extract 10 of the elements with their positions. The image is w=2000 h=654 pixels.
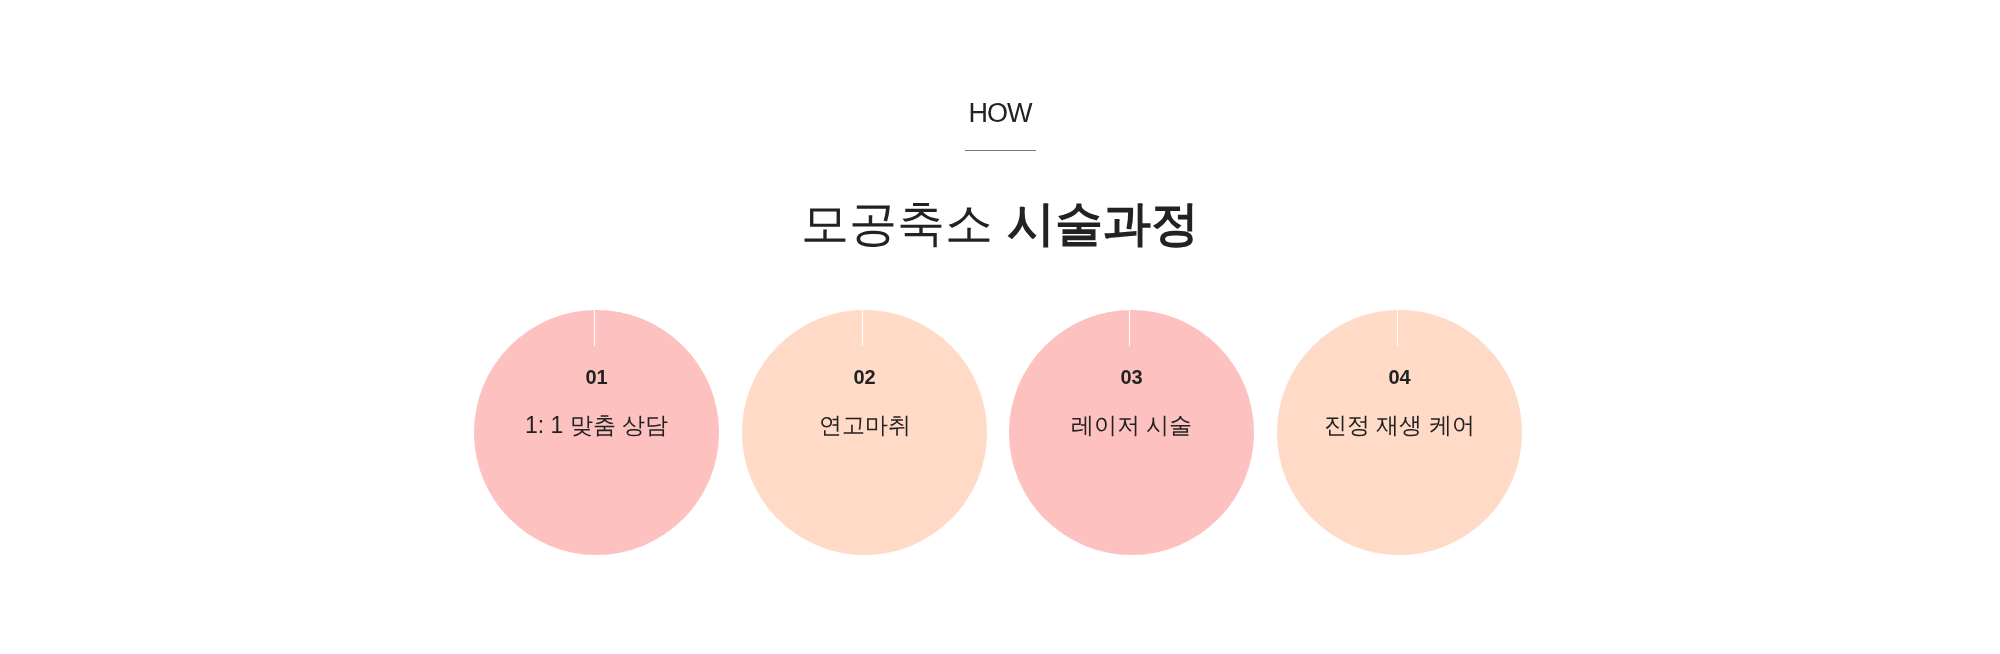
step-number: 03 [1120, 365, 1143, 389]
step-number: 02 [853, 365, 876, 389]
step-number: 01 [585, 365, 608, 389]
step-label: 1: 1 맞춤 상담 [524, 411, 669, 440]
step-label: 연고마취 [818, 411, 911, 440]
section-eyebrow: HOW [968, 97, 1032, 129]
step-label: 레이저 시술 [1070, 411, 1193, 440]
page-title: 모공축소 시술과정 [801, 196, 1199, 252]
step-label: 진정 재생 케어 [1324, 411, 1475, 440]
step-number: 04 [1388, 365, 1411, 389]
